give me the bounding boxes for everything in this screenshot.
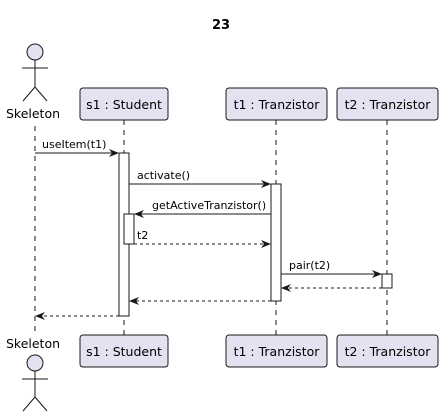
participant-t1-label-top: t1 : Tranzistor — [234, 97, 321, 112]
message-label-3: getActiveTranzistor() — [152, 199, 266, 212]
message-label-2: activate() — [137, 169, 190, 182]
participant-t2-label-top: t2 : Tranzistor — [345, 97, 432, 112]
participant-s1-label-bottom: s1 : Student — [86, 344, 162, 359]
participant-t1-label-bottom: t1 : Tranzistor — [234, 344, 321, 359]
participant-t2-label-bottom: t2 : Tranzistor — [345, 344, 432, 359]
activation-t2 — [381, 273, 393, 289]
participant-t2-top: t2 : Tranzistor — [336, 87, 439, 121]
actor-label-top: Skeleton — [6, 106, 60, 121]
diagram-title: 23 — [212, 18, 230, 33]
message-label-5: pair(t2) — [289, 259, 330, 272]
activation-s1-nested — [123, 213, 135, 245]
participant-s1-bottom: s1 : Student — [79, 334, 169, 368]
actor-label-bottom: Skeleton — [6, 336, 60, 351]
participant-s1-top: s1 : Student — [79, 87, 169, 121]
message-label-1: useItem(t1) — [42, 138, 106, 151]
participant-t1-top: t1 : Tranzistor — [225, 87, 328, 121]
actor-figure-top — [22, 43, 48, 102]
actor-figure-bottom — [22, 354, 48, 412]
message-label-4: t2 — [137, 229, 148, 242]
participant-t2-bottom: t2 : Tranzistor — [336, 334, 439, 368]
participant-t1-bottom: t1 : Tranzistor — [225, 334, 328, 368]
participant-s1-label-top: s1 : Student — [86, 97, 162, 112]
activation-t1 — [270, 183, 282, 302]
